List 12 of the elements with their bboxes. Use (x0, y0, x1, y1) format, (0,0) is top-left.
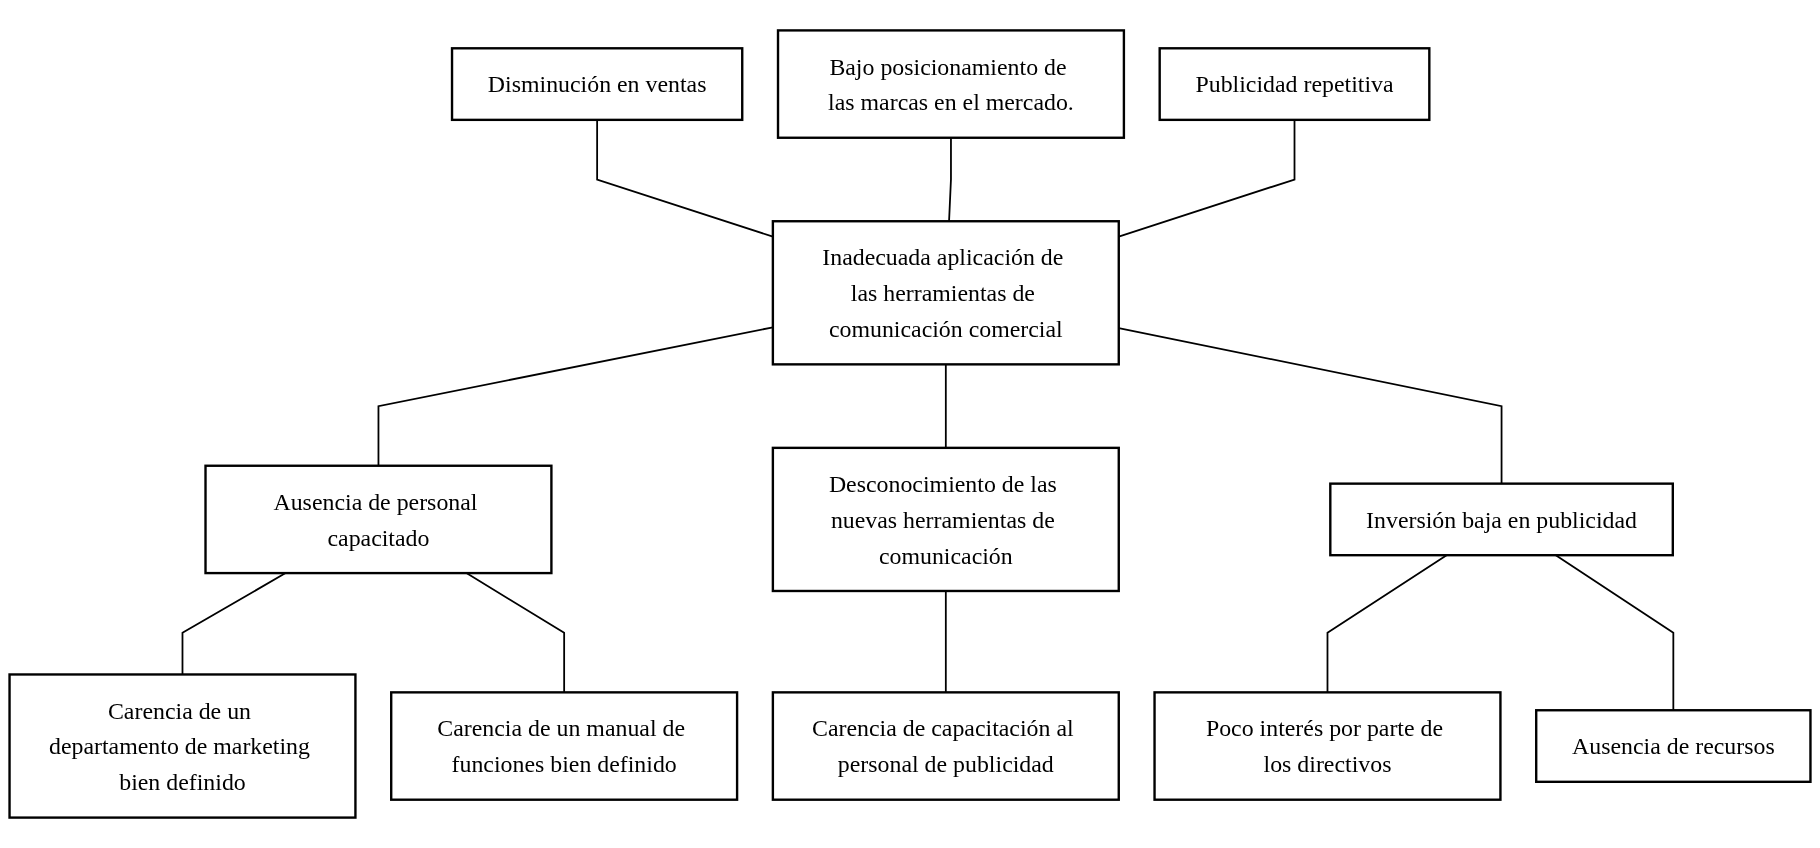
node-box: Disminución en ventas (450, 47, 744, 122)
node-box: Ausencia de recursos (1535, 709, 1812, 783)
node-box: Carencia de un manual de funciones bien definido (390, 691, 739, 801)
node-box: Inadecuada aplicación de las herramientas de comunicación comercial (771, 220, 1120, 366)
node-box: Inversión baja en publicidad (1329, 482, 1674, 557)
node-box: Ausencia de personal capacitado (204, 464, 553, 575)
node-box: Poco interés por parte de los directivos (1153, 691, 1502, 801)
node-box: Bajo posicionamiento de las marcas en el mercado. (776, 29, 1126, 139)
node-box: Desconocimiento de las nuevas herramientas de comunicación (771, 446, 1120, 593)
node-box: Carencia de un departamento de marketing bien definido (8, 673, 357, 819)
node-box: Publicidad repetitiva (1158, 47, 1431, 122)
node-box: Carencia de capacitación al personal de publicidad (771, 691, 1120, 801)
